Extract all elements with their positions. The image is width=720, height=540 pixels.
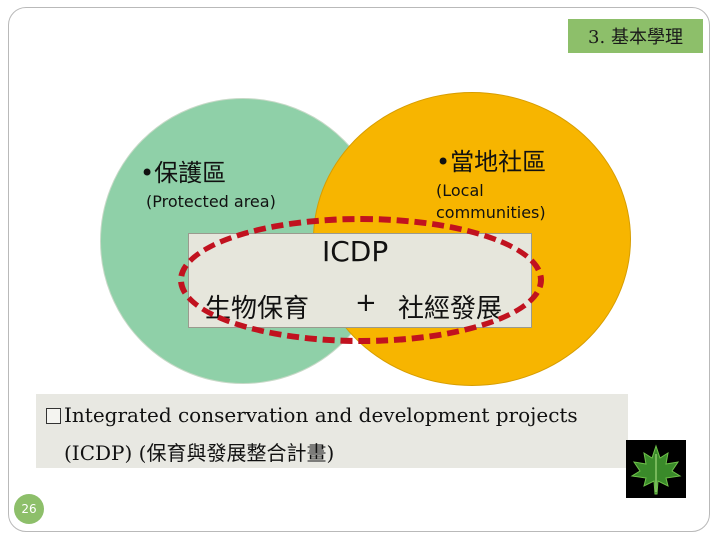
section-tag: 3. 基本學理 — [568, 19, 703, 53]
protected-area-zh: 保護區 — [154, 159, 227, 187]
maple-leaf-icon — [626, 440, 686, 498]
local-communities-en-line1: (Local — [436, 181, 484, 200]
local-communities-label: •當地社區 — [436, 142, 546, 177]
protected-area-label: •保護區 — [140, 153, 226, 188]
page-number: 26 — [14, 494, 44, 524]
icdp-dashed-ring — [178, 216, 544, 344]
bullet-marker: • — [436, 148, 451, 176]
slide-frame — [8, 7, 710, 532]
note-line-2: (ICDP) (保育與發展整合計畫) — [64, 441, 335, 465]
local-communities-en-line2: communities) — [436, 203, 546, 222]
protected-area-en: (Protected area) — [146, 192, 276, 211]
bullet-marker: • — [140, 159, 155, 187]
note-line-1: Integrated conservation and development … — [64, 403, 578, 427]
checkbox-icon — [46, 408, 61, 424]
local-communities-zh: 當地社區 — [450, 148, 547, 176]
note-box — [36, 394, 628, 468]
